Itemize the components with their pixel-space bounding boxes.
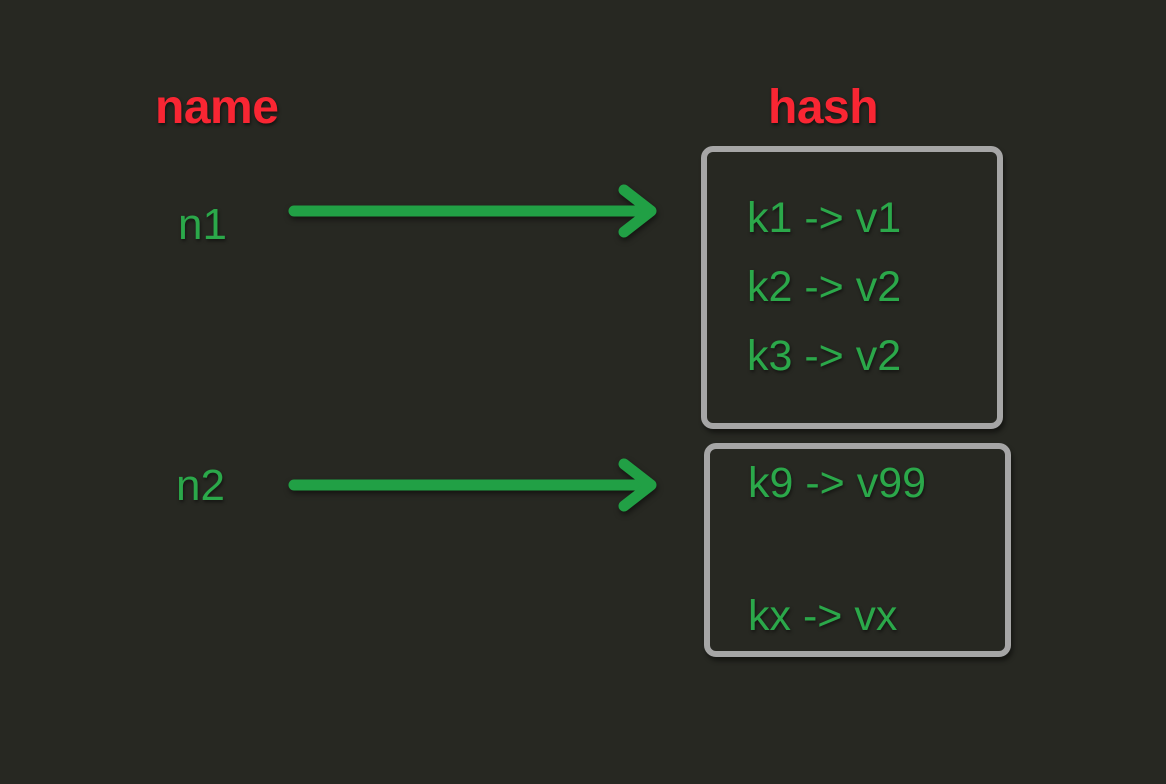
hash-entry: k9 -> v99 bbox=[748, 459, 927, 507]
hash-entry: k1 -> v1 bbox=[747, 194, 902, 242]
arrow-n2-to-hash-box-2 bbox=[288, 458, 657, 512]
hash-entry: k3 -> v2 bbox=[747, 332, 902, 380]
column-heading-name: name bbox=[155, 81, 279, 134]
node-label-n1: n1 bbox=[178, 200, 227, 249]
node-label-n2: n2 bbox=[176, 461, 225, 510]
hash-box-1: k1 -> v1 k2 -> v2 k3 -> v2 bbox=[701, 146, 1003, 429]
hash-box-2: k9 -> v99 kx -> vx bbox=[704, 443, 1011, 657]
hash-entry-list: k1 -> v1 k2 -> v2 k3 -> v2 bbox=[707, 152, 997, 423]
column-heading-hash: hash bbox=[768, 81, 879, 134]
hash-entry: kx -> vx bbox=[748, 592, 898, 640]
arrow-n1-to-hash-box-1 bbox=[288, 184, 657, 238]
hash-entry: k2 -> v2 bbox=[747, 263, 902, 311]
hash-entry-list: k9 -> v99 kx -> vx bbox=[710, 449, 1005, 651]
arrow-head-icon bbox=[618, 184, 657, 238]
arrow-head-icon bbox=[618, 458, 657, 512]
hash-entry-spacer bbox=[748, 531, 1005, 569]
